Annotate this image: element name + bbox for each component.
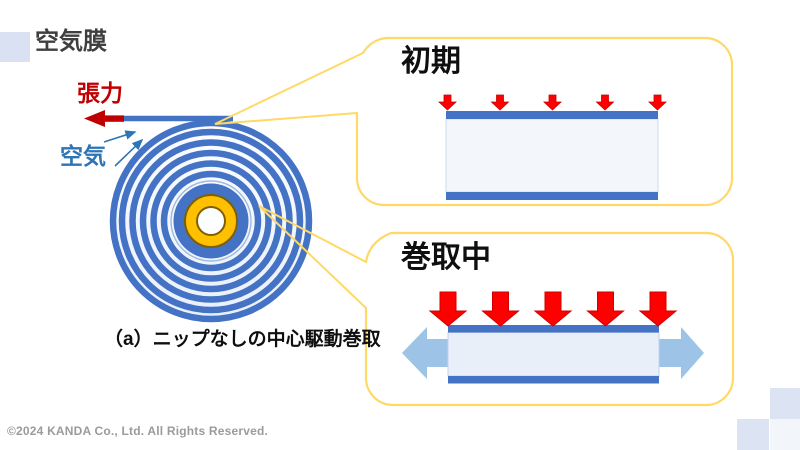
roll-ring (160, 170, 262, 272)
film-layers-winding-icon (447, 325, 660, 384)
air-flow-arrows-icon (103, 130, 144, 167)
callout-winding-title: 巻取中 (401, 241, 491, 274)
roll-ring (150, 160, 272, 282)
large-down-arrow-icon (428, 291, 468, 327)
small-down-arrow-icon (647, 94, 668, 111)
copyright-text: ©2024 KANDA Co., Ltd. All Rights Reserve… (7, 424, 269, 438)
pressure-arrows-initial-icon (437, 94, 668, 111)
large-down-arrow-icon (638, 291, 678, 327)
air-label: 空気 (60, 143, 106, 169)
core-hole (196, 206, 226, 236)
air-film-layer (447, 332, 660, 377)
air-film-layer (445, 118, 659, 193)
roll-ring (139, 149, 283, 293)
film-roll-spiral-icon (109, 119, 313, 323)
callout-winding-tail (258, 205, 367, 309)
film-top-layer (448, 325, 659, 333)
callout-initial-tail (214, 52, 364, 125)
large-down-arrow-icon (586, 291, 625, 327)
large-down-arrow-icon (533, 291, 573, 327)
figure-caption: （a）ニップなしの中心駆動巻取 (104, 329, 381, 350)
deco-square-top-left (0, 32, 30, 62)
small-down-arrow-icon (437, 94, 458, 111)
small-down-arrow-icon (595, 94, 615, 111)
deco-square-bottom-right-2 (737, 419, 769, 450)
callout-initial-title: 初期 (401, 45, 461, 78)
roll-thin-spiral-line (170, 180, 252, 262)
film-top-layer (446, 111, 658, 119)
roll-ring (118, 128, 304, 314)
pressure-arrows-winding-icon (428, 291, 678, 327)
film-bottom-layer (446, 192, 658, 200)
callout-initial-border (355, 36, 734, 207)
callout-winding-border (364, 231, 735, 407)
tension-arrow-icon (84, 110, 124, 127)
tension-label: 張力 (77, 80, 123, 106)
film-layers-initial-icon (445, 111, 659, 200)
film-bottom-layer (448, 376, 659, 384)
deco-square-bottom-right-1 (770, 388, 800, 419)
page-title: 空気膜 (35, 28, 107, 55)
deco-square-bottom-right-3 (770, 419, 800, 450)
small-down-arrow-icon (490, 94, 510, 111)
large-down-arrow-icon (481, 291, 520, 327)
small-down-arrow-icon (542, 94, 563, 111)
